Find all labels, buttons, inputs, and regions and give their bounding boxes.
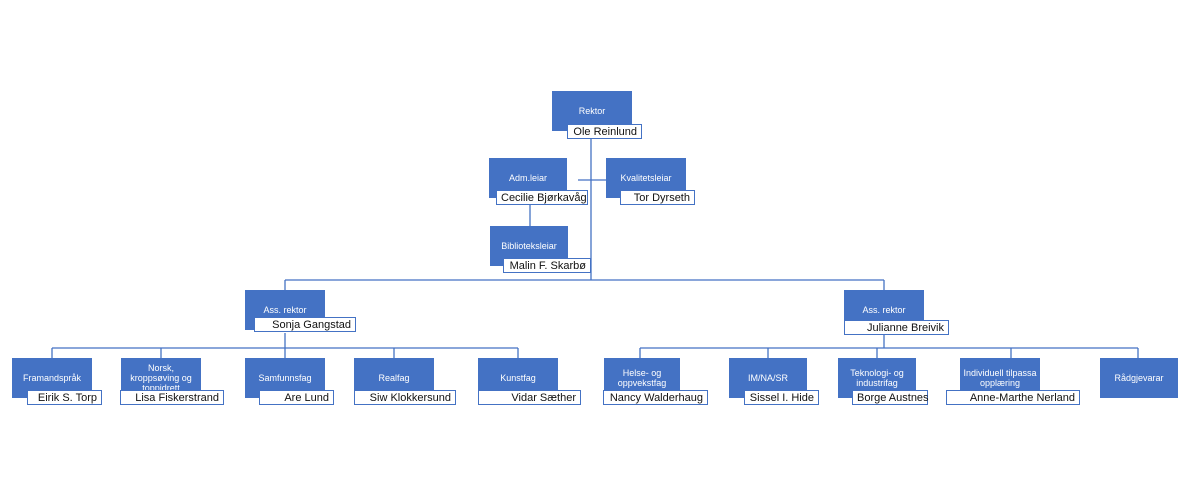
name-label: Julianne Breivik [844, 320, 949, 335]
role-box: Rådgjevarar [1100, 358, 1178, 398]
name-label: Malin F. Skarbø [503, 258, 591, 273]
name-label: Sissel I. Hide [744, 390, 819, 405]
name-label: Lisa Fiskerstrand [120, 390, 224, 405]
name-label: Eirik S. Torp [27, 390, 102, 405]
name-label: Borge Austnes [852, 390, 929, 405]
name-label: Siw Klokkersund [354, 390, 456, 405]
name-label: Nancy Walderhaug [603, 390, 708, 405]
name-label: Sonja Gangstad [254, 317, 356, 332]
name-label: Cecilie Bjørkavåg [496, 190, 588, 205]
name-label: Vidar Sæther [478, 390, 581, 405]
name-label: Are Lund [259, 390, 334, 405]
name-label: Tor Dyrseth [620, 190, 695, 205]
name-label: Ole Reinlund [567, 124, 642, 139]
name-label: Anne-Marthe Nerland [946, 390, 1080, 405]
